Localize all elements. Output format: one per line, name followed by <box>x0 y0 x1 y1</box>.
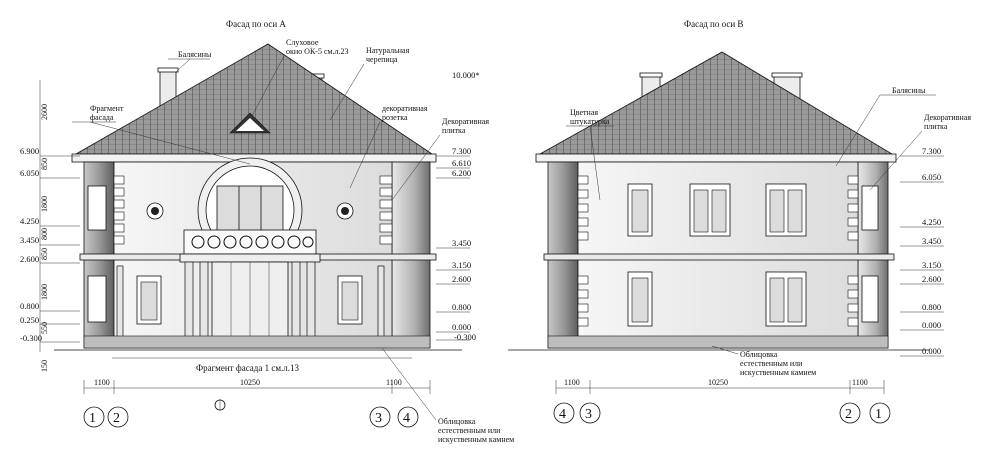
svg-text:фасада: фасада <box>90 113 114 122</box>
belt-course-b <box>543 253 895 261</box>
balcony <box>183 229 317 255</box>
svg-text:искуственным камнем: искуственным камнем <box>740 368 816 377</box>
plinth-a <box>83 335 431 349</box>
svg-text:плитка: плитка <box>442 126 466 135</box>
svg-text:-0.300: -0.300 <box>20 333 42 343</box>
svg-text:черепица: черепица <box>366 55 398 64</box>
svg-text:550: 550 <box>40 322 49 334</box>
dims-a: 1100 10250 1100 <box>83 378 431 394</box>
svg-text:1: 1 <box>875 407 882 422</box>
svg-text:4: 4 <box>403 411 410 426</box>
svg-text:естественным или: естественным или <box>740 359 803 368</box>
axis-bubbles-b: 4 3 2 1 <box>553 402 891 424</box>
svg-text:0.800: 0.800 <box>20 301 39 311</box>
svg-text:Облицовка: Облицовка <box>740 350 778 359</box>
svg-text:0.000: 0.000 <box>452 322 471 332</box>
svg-text:2.600: 2.600 <box>922 274 941 284</box>
svg-text:естественным или: естественным или <box>438 426 501 435</box>
svg-text:10.000*: 10.000* <box>452 70 480 80</box>
svg-text:1800: 1800 <box>40 284 49 300</box>
svg-text:1100: 1100 <box>852 378 868 387</box>
svg-text:Фрагмент: Фрагмент <box>90 104 124 113</box>
svg-text:Декоративная: Декоративная <box>924 113 971 122</box>
svg-text:850: 850 <box>40 248 49 260</box>
svg-text:Фрагмент фасада 1 см.л.13: Фрагмент фасада 1 см.л.13 <box>196 363 300 373</box>
svg-text:6.050: 6.050 <box>20 168 39 178</box>
svg-text:150: 150 <box>40 360 49 372</box>
svg-text:искуственным камнем: искуственным камнем <box>438 435 514 444</box>
svg-text:3.450: 3.450 <box>20 235 39 245</box>
svg-text:3.450: 3.450 <box>452 238 471 248</box>
svg-text:Облицовка: Облицовка <box>438 417 476 426</box>
svg-text:2: 2 <box>113 411 120 426</box>
svg-text:0.800: 0.800 <box>922 302 941 312</box>
callouts-a: Балясины Слуховое окно ОК-5 см.л.23 Нату… <box>72 38 514 444</box>
svg-text:3: 3 <box>585 407 592 422</box>
svg-text:6.900: 6.900 <box>20 146 39 156</box>
quoins-b <box>577 175 859 327</box>
facade-b: Фасад по оси В <box>508 19 971 424</box>
roof-b <box>538 51 894 155</box>
svg-text:850: 850 <box>40 158 49 170</box>
svg-text:6.200: 6.200 <box>452 168 471 178</box>
windows-b <box>627 183 807 327</box>
svg-text:-0.300: -0.300 <box>454 332 476 342</box>
svg-text:2.600: 2.600 <box>452 274 471 284</box>
svg-text:Декоративная: Декоративная <box>442 117 489 126</box>
callouts-b: Цветная штукатурка Балясины Декоративная… <box>566 86 971 377</box>
facade-a: Фасад по оси А <box>20 19 514 444</box>
svg-text:Балясины: Балясины <box>178 50 212 59</box>
svg-text:800: 800 <box>40 228 49 240</box>
svg-text:7.300: 7.300 <box>452 146 471 156</box>
svg-text:Балясины: Балясины <box>892 86 926 95</box>
svg-text:0.800: 0.800 <box>452 302 471 312</box>
svg-text:7.300: 7.300 <box>922 146 941 156</box>
svg-text:1: 1 <box>89 411 96 426</box>
svg-text:0.000: 0.000 <box>922 346 941 356</box>
svg-text:2: 2 <box>845 407 852 422</box>
svg-text:6.050: 6.050 <box>922 172 941 182</box>
svg-text:0.250: 0.250 <box>20 315 39 325</box>
svg-text:10250: 10250 <box>708 378 728 387</box>
svg-text:2600: 2600 <box>40 104 49 120</box>
svg-text:1800: 1800 <box>40 196 49 212</box>
svg-text:1100: 1100 <box>386 378 402 387</box>
facade-a-title: Фасад по оси А <box>226 19 286 29</box>
svg-text:Слуховое: Слуховое <box>286 38 319 47</box>
svg-text:4: 4 <box>559 407 566 422</box>
svg-text:1100: 1100 <box>94 378 110 387</box>
svg-text:декоративная: декоративная <box>382 104 428 113</box>
svg-text:6.610: 6.610 <box>452 158 471 168</box>
svg-text:4.250: 4.250 <box>20 216 39 226</box>
svg-text:штукатурка: штукатурка <box>570 117 610 126</box>
levels-right-b: 7.300 6.050 4.250 3.450 3.150 2.600 0.80… <box>900 146 944 357</box>
svg-text:Цветная: Цветная <box>570 108 598 117</box>
facade-b-title: Фасад по оси В <box>684 19 743 29</box>
svg-text:3: 3 <box>375 411 382 426</box>
dims-b: 1100 10250 1100 <box>555 378 885 394</box>
plinth-b <box>547 335 889 349</box>
svg-text:окно ОК-5 см.л.23: окно ОК-5 см.л.23 <box>286 47 349 56</box>
svg-text:4.250: 4.250 <box>922 217 941 227</box>
quoins-a <box>113 175 393 245</box>
levels-right-a: 10.000* 7.300 6.610 6.200 3.450 3.150 2.… <box>436 70 480 342</box>
levels-left-a: 6.900 6.050 4.250 3.450 2.600 0.800 0.25… <box>20 80 80 372</box>
svg-text:0.000: 0.000 <box>922 320 941 330</box>
svg-text:10250: 10250 <box>240 378 260 387</box>
axis-bubbles-a: 1 2 3 4 <box>83 399 419 428</box>
svg-text:Натуральная: Натуральная <box>366 46 410 55</box>
svg-text:плитка: плитка <box>924 122 948 131</box>
svg-text:2.600: 2.600 <box>20 254 39 264</box>
arch-window <box>216 185 284 233</box>
svg-text:1100: 1100 <box>564 378 580 387</box>
cornice-b <box>535 153 897 163</box>
svg-text:3.150: 3.150 <box>922 260 941 270</box>
svg-text:3.150: 3.150 <box>452 260 471 270</box>
svg-text:3.450: 3.450 <box>922 236 941 246</box>
svg-text:розетка: розетка <box>382 113 408 122</box>
